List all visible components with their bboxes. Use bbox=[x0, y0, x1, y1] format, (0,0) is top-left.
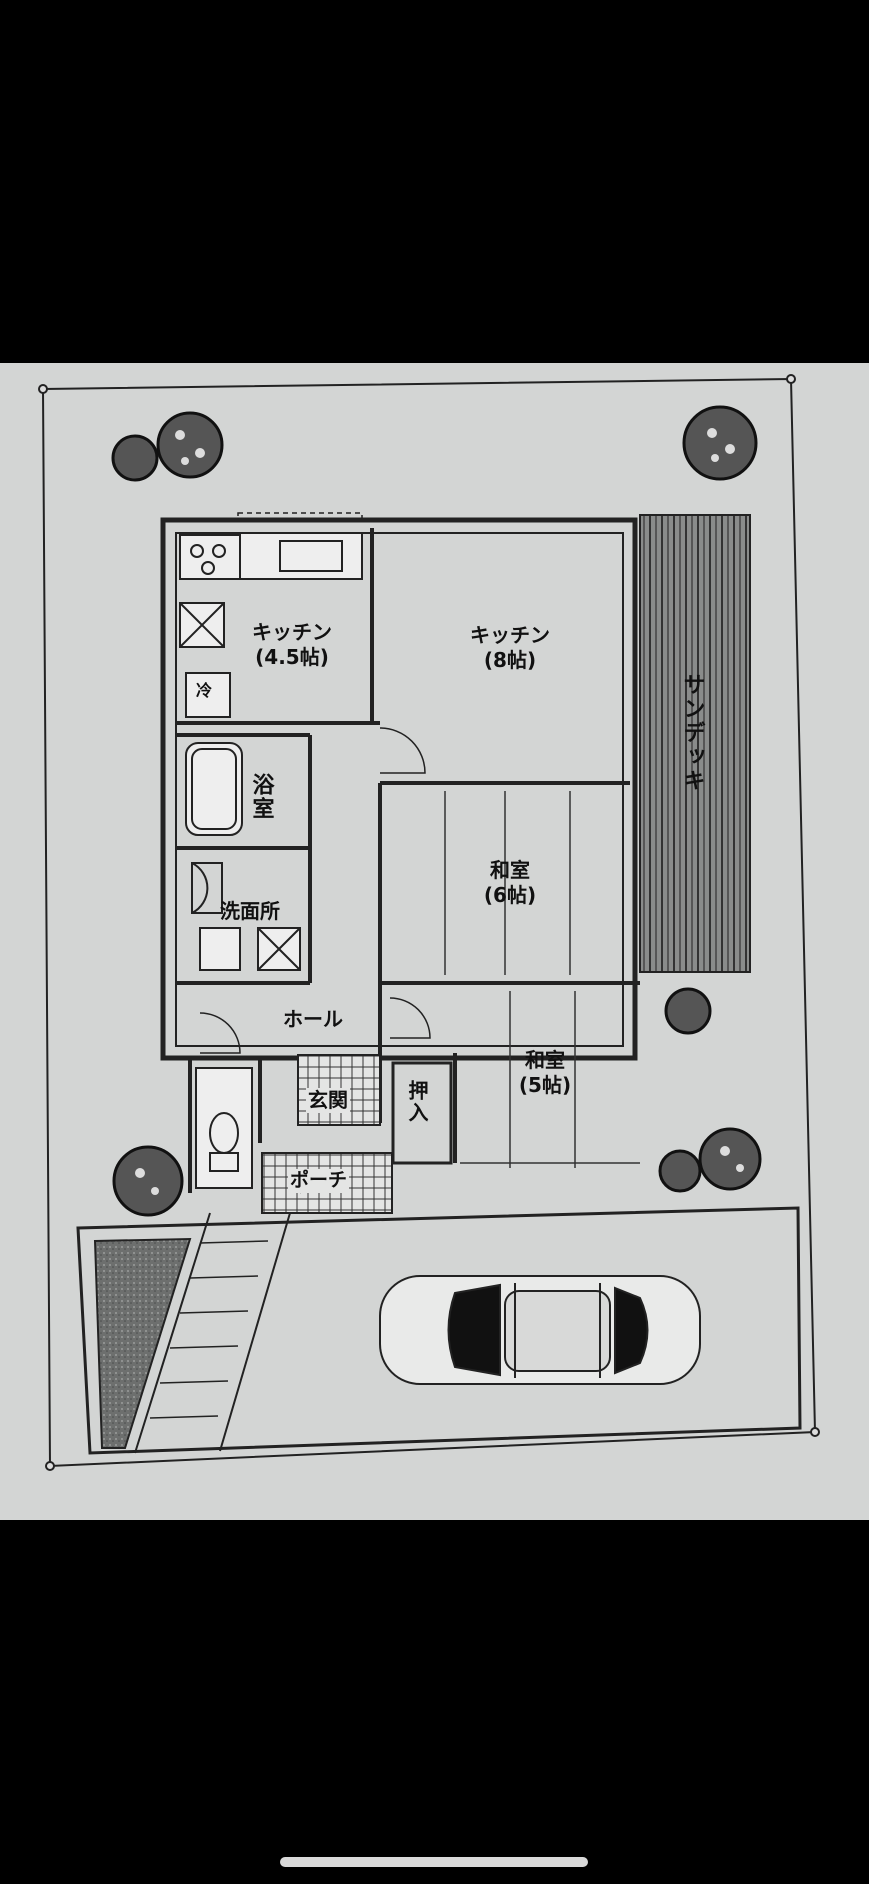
sundeck-area bbox=[639, 514, 751, 973]
lot-boundary bbox=[38, 374, 820, 1471]
room-label-oshiire: 押入 bbox=[405, 1080, 429, 1124]
tatami-lines bbox=[444, 791, 640, 1168]
room-label-hall: ホール bbox=[283, 1007, 343, 1031]
room-label-kitchen-large: キッチン (8帖) bbox=[470, 623, 550, 672]
oshiire-closet bbox=[391, 1061, 453, 1165]
room-label-washitsu-6: 和室 (6帖) bbox=[483, 858, 537, 907]
room-label-washroom: 洗面所 bbox=[220, 899, 280, 923]
bath-fixtures bbox=[185, 742, 301, 971]
home-indicator[interactable] bbox=[280, 1857, 588, 1867]
room-label-genkan: 玄関 bbox=[306, 1088, 350, 1113]
room-label-bath: 浴室 bbox=[248, 773, 274, 821]
car-drawing bbox=[379, 1275, 701, 1385]
house-walls bbox=[160, 517, 638, 1061]
room-label-kitchen-small: キッチン (4.5帖) bbox=[252, 620, 332, 669]
room-label-washitsu-5: 和室 (5帖) bbox=[518, 1048, 572, 1097]
interior-walls bbox=[176, 528, 640, 1193]
floor-plan-photo: キッチン (4.5帖) キッチン (8帖) サンデッキ 浴室 洗面所 和室 (6… bbox=[0, 363, 869, 1520]
fridge-label: 冷 bbox=[196, 681, 213, 700]
floor-plan-drawing bbox=[38, 374, 820, 1471]
toilet-fixture bbox=[195, 1067, 253, 1189]
trees bbox=[111, 405, 762, 1217]
driveway bbox=[76, 1206, 802, 1455]
room-label-porch: ポーチ bbox=[288, 1169, 350, 1193]
room-label-sundeck: サンデッキ bbox=[679, 673, 705, 793]
kitchen-fixtures bbox=[179, 532, 363, 718]
